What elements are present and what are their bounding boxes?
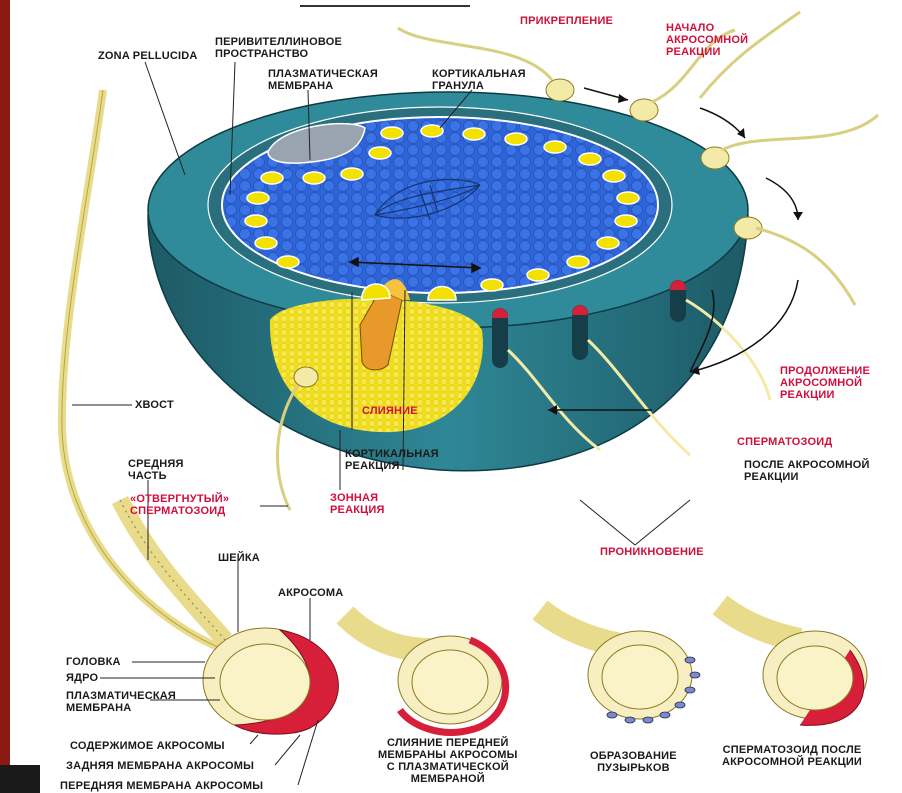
label-acrosome-continue: ПРОДОЛЖЕНИЕ АКРОСОМНОЙ РЕАКЦИИ — [780, 365, 870, 401]
label-sperm-after-reaction: СПЕРМАТОЗОИД ПОСЛЕ АКРОСОМНОЙ РЕАКЦИИ — [722, 744, 862, 768]
label-acrosome-contents: СОДЕРЖИМОЕ АКРОСОМЫ — [70, 740, 225, 752]
label-posterior-membrane: ЗАДНЯЯ МЕМБРАНА АКРОСОМЫ — [66, 760, 254, 772]
label-tail: ХВОСТ — [135, 399, 174, 411]
label-perivitelline: ПЕРИВИТЕЛЛИНОВОЕ ПРОСТРАНСТВО — [215, 36, 342, 60]
stage-after-reaction — [720, 605, 867, 725]
label-vesicle-formation: ОБРАЗОВАНИЕ ПУЗЫРЬКОВ — [590, 750, 677, 774]
left-border — [0, 0, 10, 793]
label-penetration: ПРОНИКНОВЕНИЕ — [600, 546, 704, 558]
label-sperm-after-2: ПОСЛЕ АКРОСОМНОЙ РЕАКЦИИ — [744, 459, 870, 483]
label-cortical-reaction: КОРТИКАЛЬНАЯ РЕАКЦИЯ — [345, 448, 439, 472]
label-sperm-after: СПЕРМАТОЗОИД — [737, 436, 832, 448]
label-rejected-sperm: «ОТВЕРГНУТЫЙ» СПЕРМАТОЗОИД — [130, 493, 229, 517]
label-midpiece: СРЕДНЯЯ ЧАСТЬ — [128, 458, 184, 482]
bottom-left-tab — [0, 765, 40, 793]
label-acrosome: АКРОСОМА — [278, 587, 343, 599]
label-neck: ШЕЙКА — [218, 552, 260, 564]
stage-vesicles — [540, 610, 700, 723]
label-fusion: СЛИЯНИЕ — [362, 405, 418, 417]
label-head: ГОЛОВКА — [66, 656, 121, 668]
label-zona-reaction: ЗОННАЯ РЕАКЦИЯ — [330, 492, 385, 516]
stage-fusion — [345, 615, 506, 732]
label-anterior-membrane: ПЕРЕДНЯЯ МЕМБРАНА АКРОСОМЫ — [60, 780, 263, 792]
label-cortical-granule: КОРТИКАЛЬНАЯ ГРАНУЛА — [432, 68, 526, 92]
label-fusion-front: СЛИЯНИЕ ПЕРЕДНЕЙ МЕМБРАНЫ АКРОСОМЫ С ПЛА… — [378, 737, 518, 785]
label-acrosome-start: НАЧАЛО АКРОСОМНОЙ РЕАКЦИИ — [666, 22, 748, 58]
label-plasma-membrane-top: ПЛАЗМАТИЧЕСКАЯ МЕМБРАНА — [268, 68, 378, 92]
label-zona-pellucida: ZONA PELLUCIDA — [98, 50, 198, 62]
label-attachment: ПРИКРЕПЛЕНИЕ — [520, 15, 613, 27]
label-plasma-membrane-bottom: ПЛАЗМАТИЧЕСКАЯ МЕМБРАНА — [66, 690, 176, 714]
label-nucleus: ЯДРО — [66, 672, 98, 684]
